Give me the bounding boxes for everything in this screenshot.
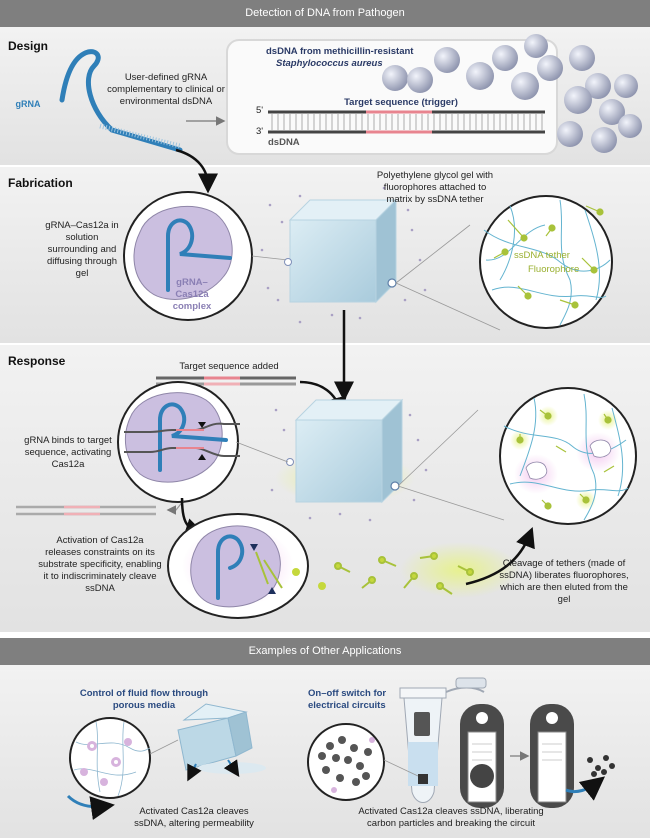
dsdna-helix xyxy=(268,110,545,134)
cleaved-matrix-inset xyxy=(397,387,637,525)
design-label: Design xyxy=(8,39,49,53)
complex-label: gRNA–Cas12a complex xyxy=(172,277,212,312)
activation-inset xyxy=(167,513,326,619)
user-defined-grna-text: User-defined gRNA complementary to clini… xyxy=(107,72,225,107)
fabrication-label: Fabrication xyxy=(8,176,73,190)
target-sequence-label: Target sequence (trigger) xyxy=(344,97,458,108)
divider xyxy=(0,343,650,345)
switch-caption: Activated Cas12a cleaves ssDNA, liberati… xyxy=(358,806,544,829)
binding-inset xyxy=(117,381,289,503)
organism-name: Staphylococcus aureus xyxy=(276,58,383,69)
cas12a-dots xyxy=(260,186,427,324)
circuit-illustration xyxy=(307,677,615,808)
dsdna-title: dsDNA from methicillin-resistant xyxy=(266,46,414,57)
peg-gel-text: Polyethylene glycol gel with fluorophore… xyxy=(376,170,494,205)
cleavage-text: Cleavage of tethers (made of ssDNA) libe… xyxy=(499,558,629,605)
cleaved-strand xyxy=(16,505,156,516)
grna-cas12a-inset xyxy=(123,191,289,321)
fluid-flow-illustration xyxy=(66,703,266,820)
figure-title: Detection of DNA from Pathogen xyxy=(0,0,650,27)
dsdna-label: dsDNA xyxy=(268,137,300,148)
fluid-flow-caption: Activated Cas12a cleaves ssDNA, altering… xyxy=(134,806,254,829)
switch-title: On–off switch for electrical circuits xyxy=(308,688,387,711)
hydrogel-cube xyxy=(284,198,398,304)
grna-cas12a-solution-text: gRNA–Cas12a in solution surrounding and … xyxy=(45,220,119,279)
fluorophore-label: Fluorophore xyxy=(528,264,580,275)
released-fluorophores xyxy=(334,552,474,595)
dsdna-rungs xyxy=(271,114,543,130)
fluid-flow-title: Control of fluid flow through porous med… xyxy=(79,688,209,711)
three-prime-label: 3' xyxy=(256,126,264,137)
five-prime-label: 5' xyxy=(256,105,264,116)
target-added-label: Target sequence added xyxy=(179,361,279,372)
activation-text: Activation of Cas12a releases constraint… xyxy=(38,535,162,594)
examples-title: Examples of Other Applications xyxy=(0,638,650,665)
bacteria-cluster xyxy=(382,34,642,153)
peg-matrix-inset xyxy=(395,195,613,331)
ssdna-tether-label: ssDNA tether xyxy=(514,250,570,261)
cas12a-dots xyxy=(270,408,428,522)
hydrogel-cube-response xyxy=(286,398,404,504)
grna-strand-icon xyxy=(59,49,183,153)
divider xyxy=(0,165,650,167)
binds-text: gRNA binds to target sequence, activatin… xyxy=(24,435,112,470)
grna-label: gRNA xyxy=(15,99,41,109)
response-label: Response xyxy=(8,354,66,368)
